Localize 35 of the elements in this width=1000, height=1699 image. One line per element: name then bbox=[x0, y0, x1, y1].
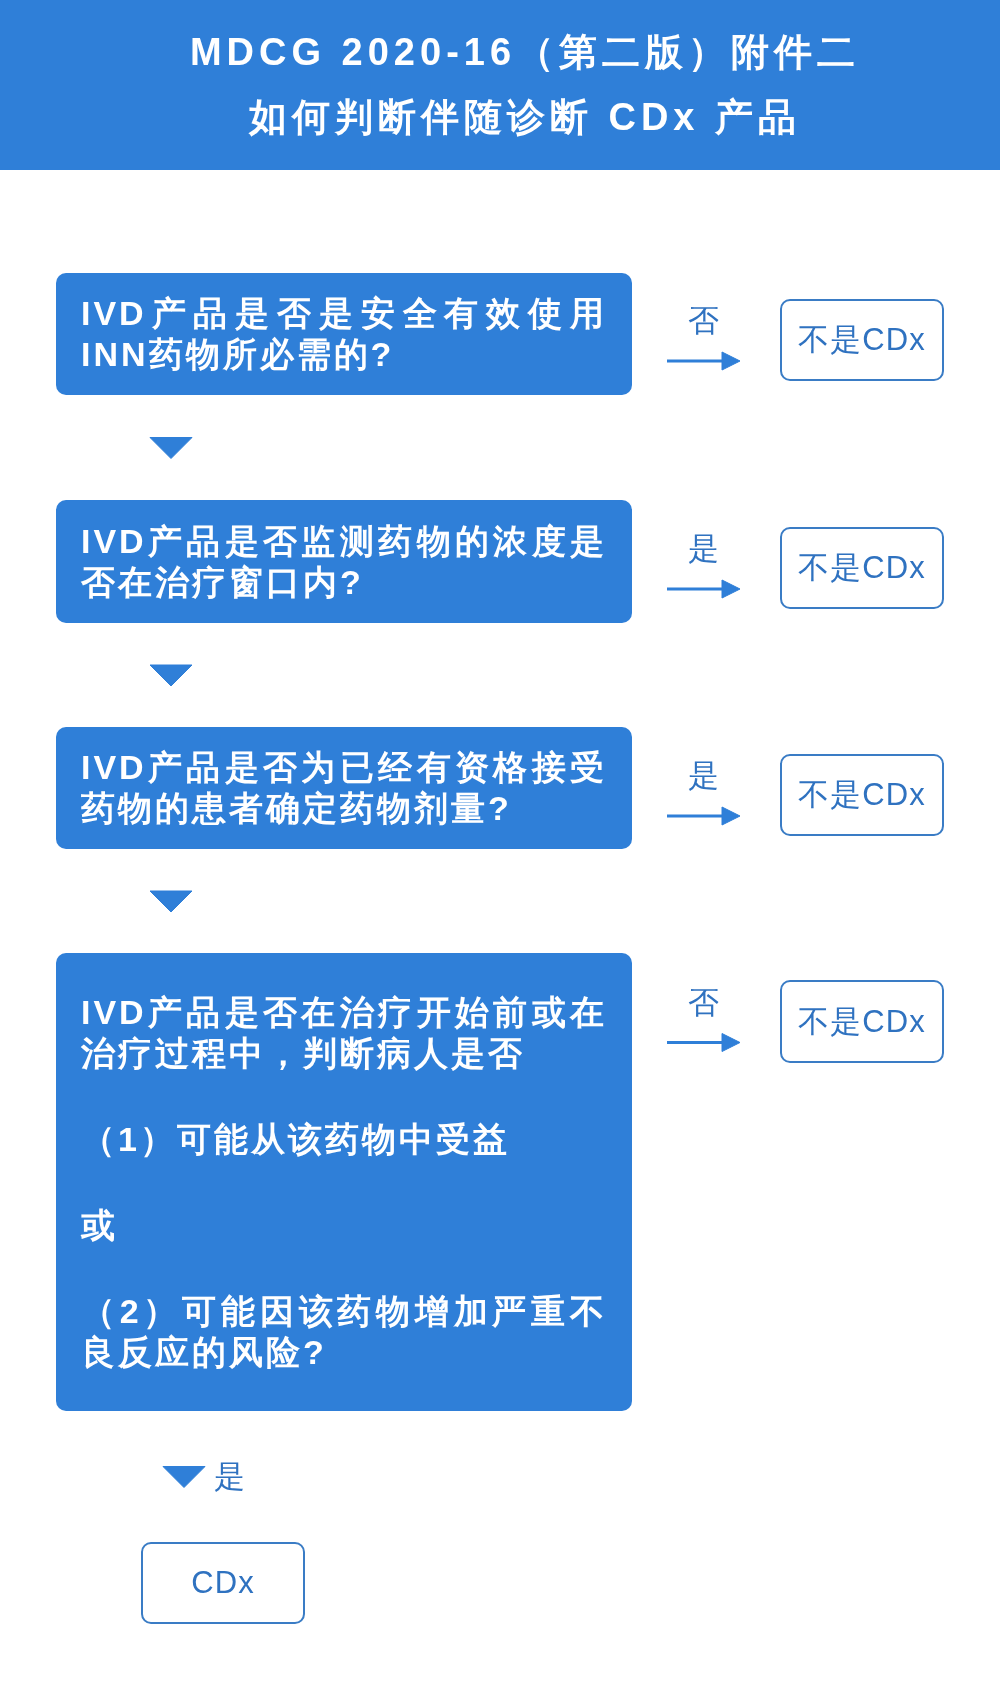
result-text: 不是CDx bbox=[798, 776, 926, 814]
arrow bbox=[667, 579, 741, 599]
question-text: IVD产品是否在治疗开始前或在治疗过程中，判断病人是否 bbox=[81, 991, 607, 1074]
edge-label: 否 bbox=[688, 302, 719, 340]
result-text: 不是CDx bbox=[798, 321, 926, 359]
result-box bbox=[141, 1542, 305, 1624]
arrow bbox=[667, 806, 741, 826]
question-text: （2）可能因该药物增加严重不良反应的风险? bbox=[81, 1290, 607, 1373]
question-text: IVD产品是否为已经有资格接受药物的患者确定药物剂量? bbox=[81, 747, 607, 829]
question-text: 或 bbox=[81, 1204, 119, 1246]
edge-label: 是 bbox=[688, 757, 719, 795]
result-text: 不是CDx bbox=[798, 1002, 926, 1041]
edge-label: 是 bbox=[214, 1457, 245, 1496]
question-text: （1）可能从该药物中受益 bbox=[81, 1118, 511, 1160]
result-box bbox=[780, 980, 944, 1063]
result-box bbox=[780, 299, 944, 381]
arrow bbox=[162, 1466, 206, 1488]
question-box bbox=[56, 273, 632, 395]
edge-label: 否 bbox=[688, 983, 719, 1022]
result-box bbox=[780, 527, 944, 609]
title: MDCG 2020-16（第二版）附件二如何判断伴随诊断 CDx 产品 bbox=[188, 30, 862, 140]
result-text: CDx bbox=[191, 1564, 255, 1602]
question-box bbox=[56, 727, 632, 849]
result-text: 不是CDx bbox=[798, 549, 926, 587]
arrow bbox=[667, 1033, 741, 1052]
arrow bbox=[149, 890, 193, 913]
question-text: IVD产品是否是安全有效使用INN药物所必需的? bbox=[81, 293, 607, 375]
question-text: IVD产品是否监测药物的浓度是否在治疗窗口内? bbox=[81, 520, 607, 603]
question-box bbox=[56, 500, 632, 623]
question-box bbox=[56, 953, 632, 1411]
result-box bbox=[780, 754, 944, 836]
edge-label: 是 bbox=[688, 530, 719, 568]
arrow bbox=[667, 351, 741, 371]
arrow bbox=[149, 437, 193, 459]
arrow bbox=[149, 664, 193, 687]
